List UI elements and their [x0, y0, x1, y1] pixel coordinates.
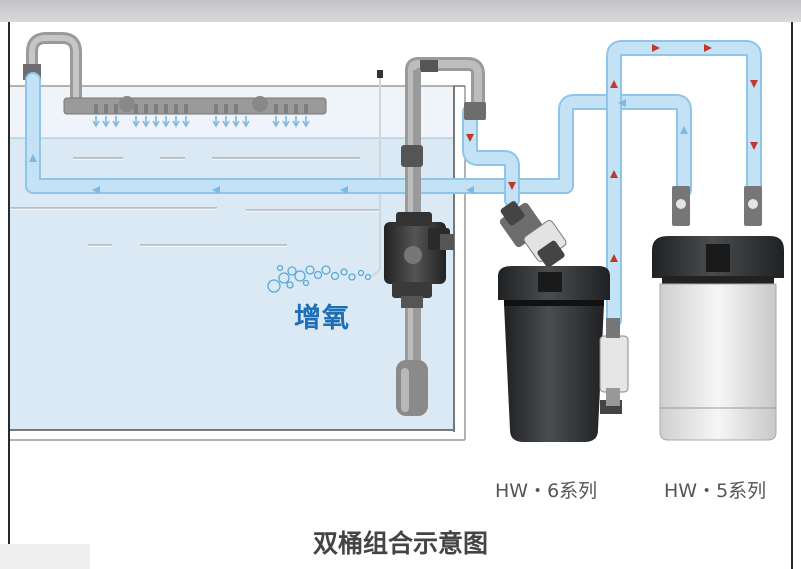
flow-arrow-blue: [618, 99, 626, 107]
air-line: [371, 70, 383, 277]
spray-arrow: [272, 116, 280, 128]
flow-arrow-red: [652, 44, 660, 52]
flow-arrow-blue: [92, 186, 100, 194]
spray-arrow: [102, 116, 110, 128]
spray-arrow: [292, 116, 300, 128]
spray-arrow: [302, 116, 310, 128]
intake-strainer: [396, 360, 428, 416]
frame-left-border: [8, 22, 10, 569]
flow-arrows: [29, 44, 758, 262]
flow-arrow-red: [610, 254, 618, 262]
spray-arrow: [222, 116, 230, 128]
spray-arrow: [212, 116, 220, 128]
canister-hw6-body: [504, 304, 604, 442]
canister-hw5: [652, 186, 784, 441]
spray-arrows: [92, 116, 310, 128]
spray-bar-joint-2: [252, 96, 268, 112]
model-label-hw5: HW・5系列: [664, 480, 767, 502]
flow-arrow-red: [750, 80, 758, 88]
flow-arrow-red: [508, 182, 516, 190]
spray-arrow: [112, 116, 120, 128]
spray-arrow: [232, 116, 240, 128]
aeration-bubbles: [267, 264, 372, 293]
spray-arrow: [162, 116, 170, 128]
spray-arrow: [132, 116, 140, 128]
spray-bar: [23, 32, 327, 128]
corner-tab: [0, 544, 90, 569]
model-label-hw6: HW・6系列: [495, 480, 598, 502]
flow-arrow-red: [750, 142, 758, 150]
spray-arrow: [142, 116, 150, 128]
spray-bar-nozzles: [94, 104, 308, 114]
frame-right-border: [791, 22, 793, 569]
spray-arrow: [182, 116, 190, 128]
canister-hw5-body: [659, 283, 777, 441]
intake-assembly: [384, 57, 486, 416]
spray-arrow: [92, 116, 100, 128]
spray-arrow: [242, 116, 250, 128]
flow-arrow-blue: [340, 186, 348, 194]
flow-arrow-red: [704, 44, 712, 52]
canister-hw6: [498, 201, 629, 442]
flow-arrow-red: [610, 170, 618, 178]
flow-arrow-blue: [466, 186, 474, 194]
surface-ripples: [10, 157, 380, 246]
spray-bar-joint-1: [119, 96, 135, 112]
spray-arrow: [282, 116, 290, 128]
flow-arrow-red: [610, 80, 618, 88]
top-bar: [0, 0, 801, 22]
flow-arrow-blue: [680, 126, 688, 134]
spray-arrow: [172, 116, 180, 128]
aeration-label: 增氧: [294, 303, 350, 334]
spray-arrow: [152, 116, 160, 128]
flow-arrow-blue: [212, 186, 220, 194]
water-pipes: [25, 40, 762, 328]
flow-arrow-blue: [29, 154, 37, 162]
water-ripples: [10, 158, 380, 247]
flow-arrow-red: [466, 134, 474, 142]
diagram-title: 双桶组合示意图: [312, 529, 488, 558]
